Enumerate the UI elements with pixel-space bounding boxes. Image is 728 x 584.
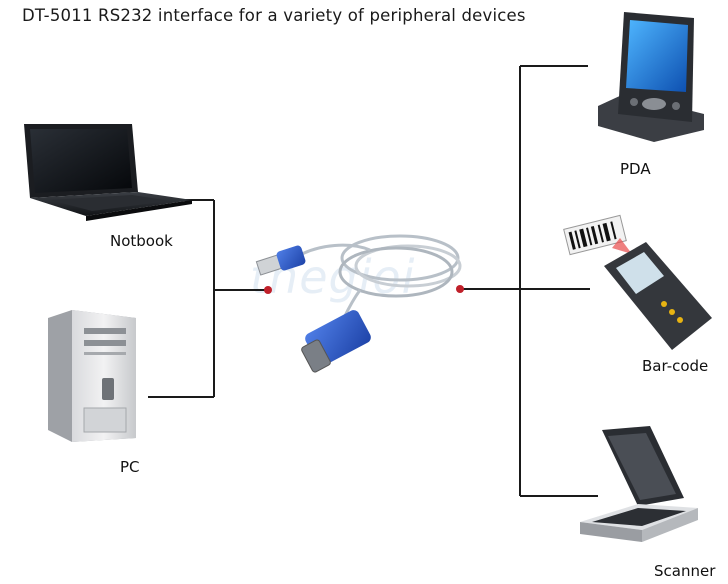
left-node-dot xyxy=(264,286,272,294)
flatbed-scanner-icon xyxy=(580,426,698,542)
pda-icon xyxy=(598,12,704,142)
label-barcode: Bar-code xyxy=(642,357,709,375)
label-pc: PC xyxy=(120,458,140,476)
label-pda: PDA xyxy=(620,160,651,178)
usb-to-rs232-cable-icon xyxy=(255,234,462,373)
diagram-title: DT-5011 RS232 interface for a variety of… xyxy=(22,6,526,25)
laptop-icon xyxy=(24,124,192,221)
label-notebook: Notbook xyxy=(110,232,173,250)
right-node-dot xyxy=(456,285,464,293)
barcode-scanner-icon xyxy=(563,214,712,350)
label-scanner: Scanner xyxy=(654,562,716,580)
desktop-tower-icon xyxy=(48,310,136,442)
